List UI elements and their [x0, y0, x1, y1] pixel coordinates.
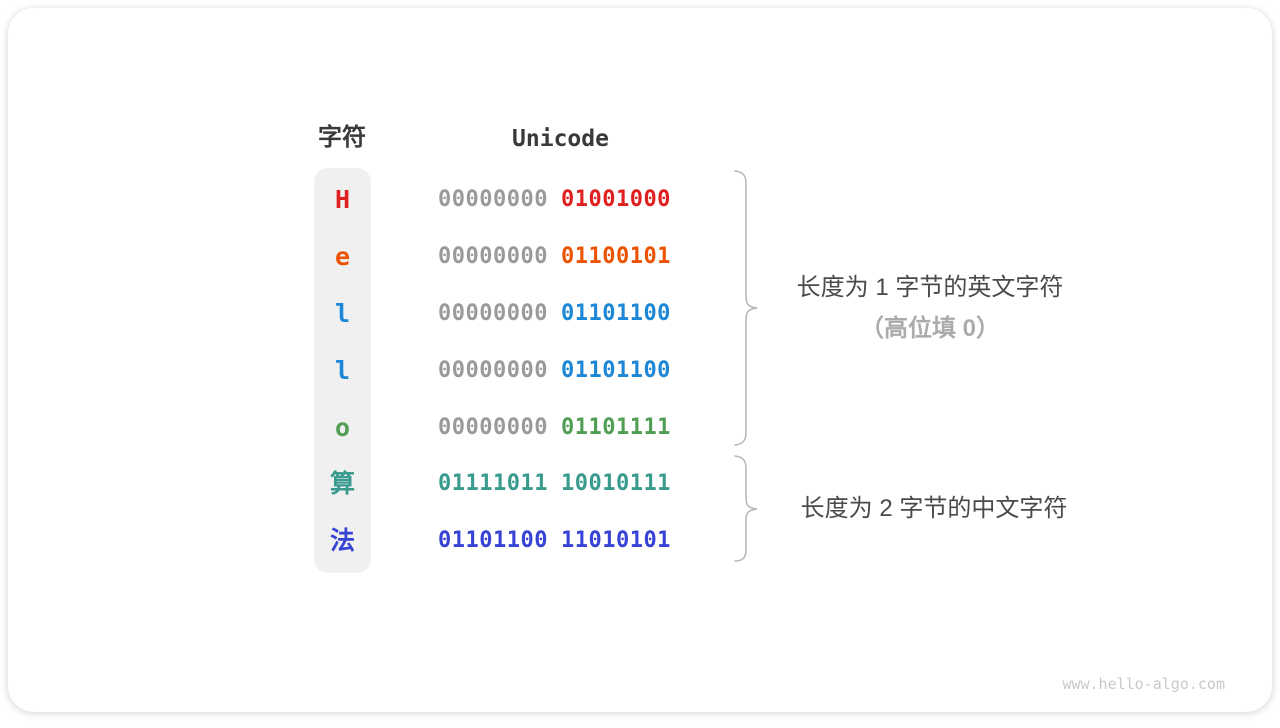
char-cell: e	[334, 242, 351, 271]
binary-row: 00000000 01101100	[438, 356, 671, 386]
byte-low: 01101100	[560, 301, 671, 326]
char-cell: 算	[329, 469, 355, 498]
watermark: www.hello-algo.com	[1062, 675, 1225, 693]
char-cell: H	[334, 185, 351, 214]
binary-row: 00000000 01101100	[438, 299, 671, 329]
byte-high: 00000000	[438, 415, 548, 440]
char-cell: l	[334, 299, 351, 328]
byte-high: 01111011	[438, 471, 548, 496]
binary-row: 01101100 11010101	[438, 526, 671, 556]
char-cell: l	[334, 356, 351, 385]
brace-chinese-group	[734, 455, 758, 562]
byte-high: 01101100	[438, 528, 548, 553]
char-column-background	[314, 168, 371, 573]
diagram-card: 字符 Unicode H 00000000 01001000 e 00000000 011…	[8, 8, 1272, 712]
char-cell: 法	[329, 526, 355, 555]
brace-english-group	[734, 170, 758, 446]
byte-low: 01101111	[560, 415, 671, 440]
byte-low: 01001000	[560, 187, 671, 212]
byte-low: 01100101	[560, 244, 671, 269]
byte-high: 00000000	[438, 301, 548, 326]
column-header-char: 字符	[318, 124, 366, 151]
column-header-unicode: Unicode	[512, 126, 609, 152]
binary-row: 01111011 10010111	[438, 469, 671, 499]
byte-high: 00000000	[438, 358, 548, 383]
byte-low: 11010101	[560, 528, 671, 553]
binary-row: 00000000 01100101	[438, 242, 671, 272]
byte-low: 10010111	[560, 471, 671, 496]
binary-row: 00000000 01001000	[438, 185, 671, 215]
binary-row: 00000000 01101111	[438, 413, 671, 443]
byte-high: 00000000	[438, 187, 548, 212]
byte-high: 00000000	[438, 244, 548, 269]
annotation-chinese: 长度为 2 字节的中文字符	[800, 495, 1068, 522]
char-cell: o	[334, 413, 351, 442]
annotation-english-line2: （高位填 0）	[859, 315, 1000, 342]
annotation-english-line1: 长度为 1 字节的英文字符	[796, 274, 1064, 301]
byte-low: 01101100	[560, 358, 671, 383]
